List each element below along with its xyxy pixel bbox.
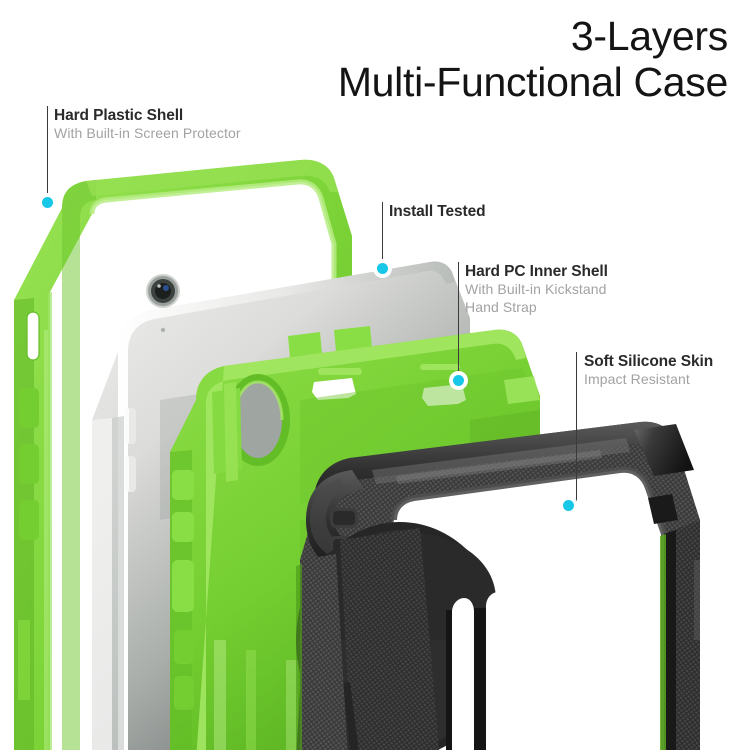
callout-subtitle-hard-plastic-shell-0: With Built-in Screen Protector [54, 125, 241, 142]
callout-heading-install-tested: Install Tested [389, 203, 486, 220]
callout-install-tested: Install Tested [389, 202, 486, 221]
hotspot-dot-hard-pc-inner-shell[interactable] [452, 374, 464, 386]
inner-shell-camera-ring [226, 374, 290, 466]
callout-subtitle-hard-pc-inner-shell-1: Hand Strap [465, 299, 537, 316]
hotspot-dot-install-tested[interactable] [376, 262, 388, 274]
callout-subtitle-soft-silicone-skin-0: Impact Resistant [584, 371, 690, 388]
leader-line-install-tested [382, 202, 383, 268]
callout-subtitle-hard-pc-inner-shell-0: With Built-in Kickstand [465, 281, 607, 298]
callout-heading-hard-plastic-shell: Hard Plastic Shell [54, 107, 184, 124]
callout-heading-hard-pc-inner-shell: Hard PC Inner Shell [465, 263, 608, 280]
hotspot-dot-hard-plastic-shell[interactable] [41, 196, 53, 208]
tablet-camera [146, 274, 180, 308]
title-line-2: Multi-Functional Case [337, 58, 728, 105]
page-title: 3-Layers Multi-Functional Case [337, 13, 728, 106]
hotspot-dot-soft-silicone-skin[interactable] [562, 499, 574, 511]
title-line-1: 3-Layers [570, 13, 728, 59]
leader-line-hard-plastic-shell [47, 106, 48, 202]
callout-heading-soft-silicone-skin: Soft Silicone Skin [584, 353, 714, 370]
leader-line-hard-pc-inner-shell [458, 262, 459, 380]
black-silicone-skin [296, 421, 700, 750]
leader-line-soft-silicone-skin [576, 352, 577, 504]
